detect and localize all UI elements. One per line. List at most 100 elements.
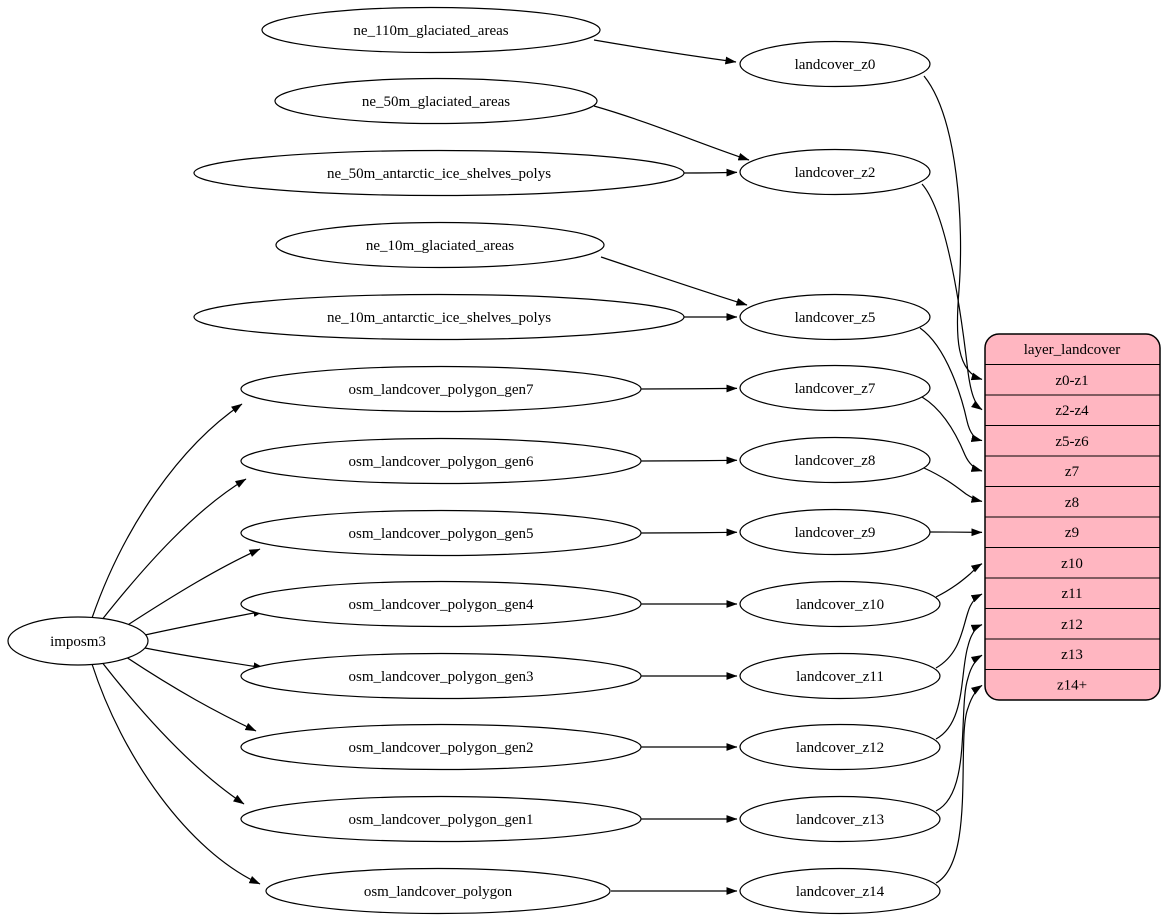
node-shape: [240, 652, 642, 700]
node-shape: [240, 365, 642, 413]
node-label: landcover_z5: [795, 310, 876, 326]
node-imposm3: imposm3: [7, 616, 149, 666]
node-shape: [739, 723, 941, 771]
node-landcover-z8: landcover_z8: [739, 436, 931, 484]
node-osm-landcover-polygon: osm_landcover_polygon: [265, 867, 611, 915]
node-shape: [739, 293, 931, 341]
node-shape: [240, 509, 642, 557]
edge-ne-110m-glaciated-areas-to-landcover-z0: [593, 39, 737, 65]
edge-imposm3-to-osm-landcover-polygon-gen1: [100, 660, 245, 805]
node-shape: [7, 616, 149, 666]
node-shape: [240, 437, 642, 485]
record-row-z8: z8: [1065, 495, 1079, 511]
node-label: landcover_z2: [795, 165, 876, 181]
edge-osm-landcover-polygon-gen6-to-landcover-z8: [640, 456, 738, 465]
node-label: osm_landcover_polygon_gen1: [349, 812, 534, 828]
node-label: osm_landcover_polygon_gen6: [349, 454, 534, 470]
node-shape: [739, 436, 931, 484]
node-osm-landcover-polygon-gen4: osm_landcover_polygon_gen4: [240, 580, 642, 628]
node-osm-landcover-polygon-gen6: osm_landcover_polygon_gen6: [240, 437, 642, 485]
edge-landcover-z2-to-row-z2-z4: [921, 183, 983, 411]
node-shape: [739, 508, 931, 556]
node-shape: [739, 364, 931, 412]
node-osm-landcover-polygon-gen1: osm_landcover_polygon_gen1: [240, 795, 642, 843]
node-shape: [240, 580, 642, 628]
node-shape: [193, 293, 685, 341]
edge-osm-landcover-polygon-gen7-to-landcover-z7: [640, 384, 738, 393]
node-shape: [739, 795, 941, 843]
record-row-z12: z12: [1061, 617, 1083, 633]
edge-imposm3-to-osm-landcover-polygon-gen3: [144, 647, 265, 671]
node-label: ne_10m_glaciated_areas: [366, 238, 514, 254]
node-ne-10m-antarctic-ice-shelves-polys: ne_10m_antarctic_ice_shelves_polys: [193, 293, 685, 341]
edge-landcover-z11-to-row-z11: [935, 593, 983, 669]
node-label: landcover_z10: [796, 597, 884, 613]
node-label: ne_50m_glaciated_areas: [362, 94, 510, 110]
record-title: layer_landcover: [1024, 342, 1121, 358]
node-label: landcover_z12: [796, 740, 884, 756]
node-label: landcover_z14: [796, 884, 885, 900]
node-shape: [275, 221, 605, 269]
node-label: landcover_z7: [795, 381, 876, 397]
node-shape: [240, 723, 642, 771]
edge-landcover-z5-to-row-z5-z6: [919, 327, 983, 443]
node-label: osm_landcover_polygon_gen5: [349, 526, 534, 542]
node-label: osm_landcover_polygon_gen7: [349, 382, 534, 398]
node-label: landcover_z0: [795, 57, 876, 73]
node-label: ne_10m_antarctic_ice_shelves_polys: [327, 310, 551, 326]
node-ne-50m-glaciated-areas: ne_50m_glaciated_areas: [274, 77, 598, 125]
edge-imposm3-to-osm-landcover-polygon: [91, 663, 261, 885]
node-shape: [193, 149, 685, 197]
edge-imposm3-to-osm-landcover-polygon-gen2: [122, 654, 257, 732]
node-osm-landcover-polygon-gen5: osm_landcover_polygon_gen5: [240, 509, 642, 557]
edge-osm-landcover-polygon-gen5-to-landcover-z9: [640, 528, 738, 537]
node-shape: [274, 77, 598, 125]
node-ne-50m-antarctic-ice-shelves-polys: ne_50m_antarctic_ice_shelves_polys: [193, 149, 685, 197]
edge-landcover-z12-to-row-z12: [935, 624, 983, 740]
node-osm-landcover-polygon-gen7: osm_landcover_polygon_gen7: [240, 365, 642, 413]
node-label: landcover_z8: [795, 453, 876, 469]
record-row-z2-z4: z2-z4: [1055, 403, 1089, 419]
node-shape: [739, 40, 931, 88]
edge-landcover-z0-to-row-z0-z1: [923, 75, 983, 381]
record-row-z5-z6: z5-z6: [1055, 434, 1089, 450]
record-row-z7: z7: [1065, 464, 1080, 480]
edge-imposm3-to-osm-landcover-polygon-gen5: [122, 548, 261, 629]
node-landcover-z0: landcover_z0: [739, 40, 931, 88]
node-layer-landcover: layer_landcover z0-z1 z2-z4 z5-z6 z7 z8 …: [984, 333, 1161, 701]
node-landcover-z10: landcover_z10: [739, 580, 941, 628]
node-landcover-z12: landcover_z12: [739, 723, 941, 771]
edge-group: [91, 39, 983, 895]
node-ne-10m-glaciated-areas: ne_10m_glaciated_areas: [275, 221, 605, 269]
edge-imposm3-to-osm-landcover-polygon-gen4: [144, 609, 265, 636]
edge-landcover-z8-to-row-z8: [923, 467, 983, 503]
node-label: imposm3: [50, 634, 106, 650]
node-label: osm_landcover_polygon_gen4: [349, 597, 534, 613]
node-label: ne_50m_antarctic_ice_shelves_polys: [327, 166, 551, 182]
node-landcover-z7: landcover_z7: [739, 364, 931, 412]
node-label: landcover_z13: [796, 812, 884, 828]
node-shape: [240, 795, 642, 843]
node-shape: [261, 6, 601, 54]
edge-landcover-z10-to-row-z10: [935, 563, 983, 598]
node-shape: [739, 867, 941, 915]
edge-landcover-z7-to-row-z7: [921, 396, 983, 472]
edge-ne-10m-glaciated-areas-to-landcover-z5: [600, 256, 748, 306]
node-shape: [739, 652, 941, 700]
node-shape: [265, 867, 611, 915]
node-landcover-z13: landcover_z13: [739, 795, 941, 843]
record-row-z10: z10: [1061, 556, 1083, 572]
record-row-z13: z13: [1061, 647, 1083, 663]
edge-imposm3-to-osm-landcover-polygon-gen6: [100, 478, 247, 622]
node-landcover-z11: landcover_z11: [739, 652, 941, 700]
record-row-z0-z1: z0-z1: [1055, 373, 1088, 389]
node-shape: [739, 148, 931, 196]
record-row-z14: z14+: [1057, 678, 1087, 694]
node-landcover-z2: landcover_z2: [739, 148, 931, 196]
edge-imposm3-to-osm-landcover-polygon-gen7: [91, 403, 243, 619]
record-row-z11: z11: [1061, 586, 1082, 602]
node-osm-landcover-polygon-gen2: osm_landcover_polygon_gen2: [240, 723, 642, 771]
edge-landcover-z14-to-row-z14: [935, 684, 983, 884]
